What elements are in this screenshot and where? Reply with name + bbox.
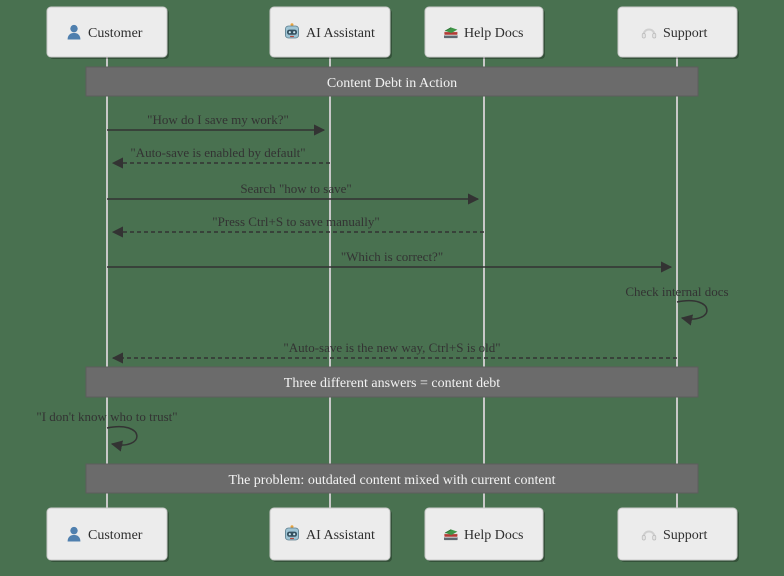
message-search-how-to-save: Search "how to save" [107,181,480,205]
actor-label: AI Assistant [306,528,375,543]
message-press-ctrl-s: "Press Ctrl+S to save manually" [111,214,484,238]
books-icon [444,529,458,541]
actor-bottom-support: Support [617,507,739,562]
actor-top-customer: Customer [46,6,169,59]
actor-top-help-docs: Help Docs [424,6,545,59]
actor-label: Support [663,26,707,41]
robot-icon [284,23,299,39]
actor-bottom-customer: Customer [46,507,169,562]
actor-label: Help Docs [464,528,524,543]
person-icon [67,24,81,40]
message-how-do-i-save: "How do I save my work?" [107,112,326,136]
message-label: "Auto-save is enabled by default" [130,145,305,160]
actor-bottom-ai-assistant: AI Assistant [269,507,392,562]
actor-label: AI Assistant [306,26,375,41]
self-message-dont-know-who-to-trust: "I don't know who to trust" [36,409,178,452]
message-label: "How do I save my work?" [147,112,289,127]
actor-label: Help Docs [464,26,524,41]
actor-top-support: Support [617,6,739,59]
self-message-check-internal-docs: Check internal docs [625,284,729,326]
message-label: Check internal docs [625,284,728,299]
message-label: "Auto-save is the new way, Ctrl+S is old… [283,340,500,355]
message-autosave-enabled: "Auto-save is enabled by default" [111,145,330,169]
actor-label: Customer [88,26,143,41]
message-autosave-new-way: "Auto-save is the new way, Ctrl+S is old… [111,340,677,364]
band-label: The problem: outdated content mixed with… [229,473,556,488]
band-the-problem: The problem: outdated content mixed with… [85,463,699,494]
band-label: Three different answers = content debt [284,376,500,391]
actor-top-ai-assistant: AI Assistant [269,6,392,59]
band-title: Content Debt in Action [85,66,699,97]
message-label: "I don't know who to trust" [36,409,177,424]
band-title-label: Content Debt in Action [327,76,457,91]
actor-label: Support [663,528,707,543]
actor-bottom-help-docs: Help Docs [424,507,545,562]
headphones-icon [641,28,657,39]
message-which-is-correct: "Which is correct?" [107,249,673,273]
actor-label: Customer [88,528,143,543]
books-icon [444,27,458,39]
person-icon [67,526,81,542]
message-label: "Press Ctrl+S to save manually" [212,214,379,229]
robot-icon [284,525,299,541]
headphones-icon [641,530,657,541]
message-label: Search "how to save" [240,181,351,196]
band-three-answers: Three different answers = content debt [85,366,699,398]
message-label: "Which is correct?" [341,249,443,264]
